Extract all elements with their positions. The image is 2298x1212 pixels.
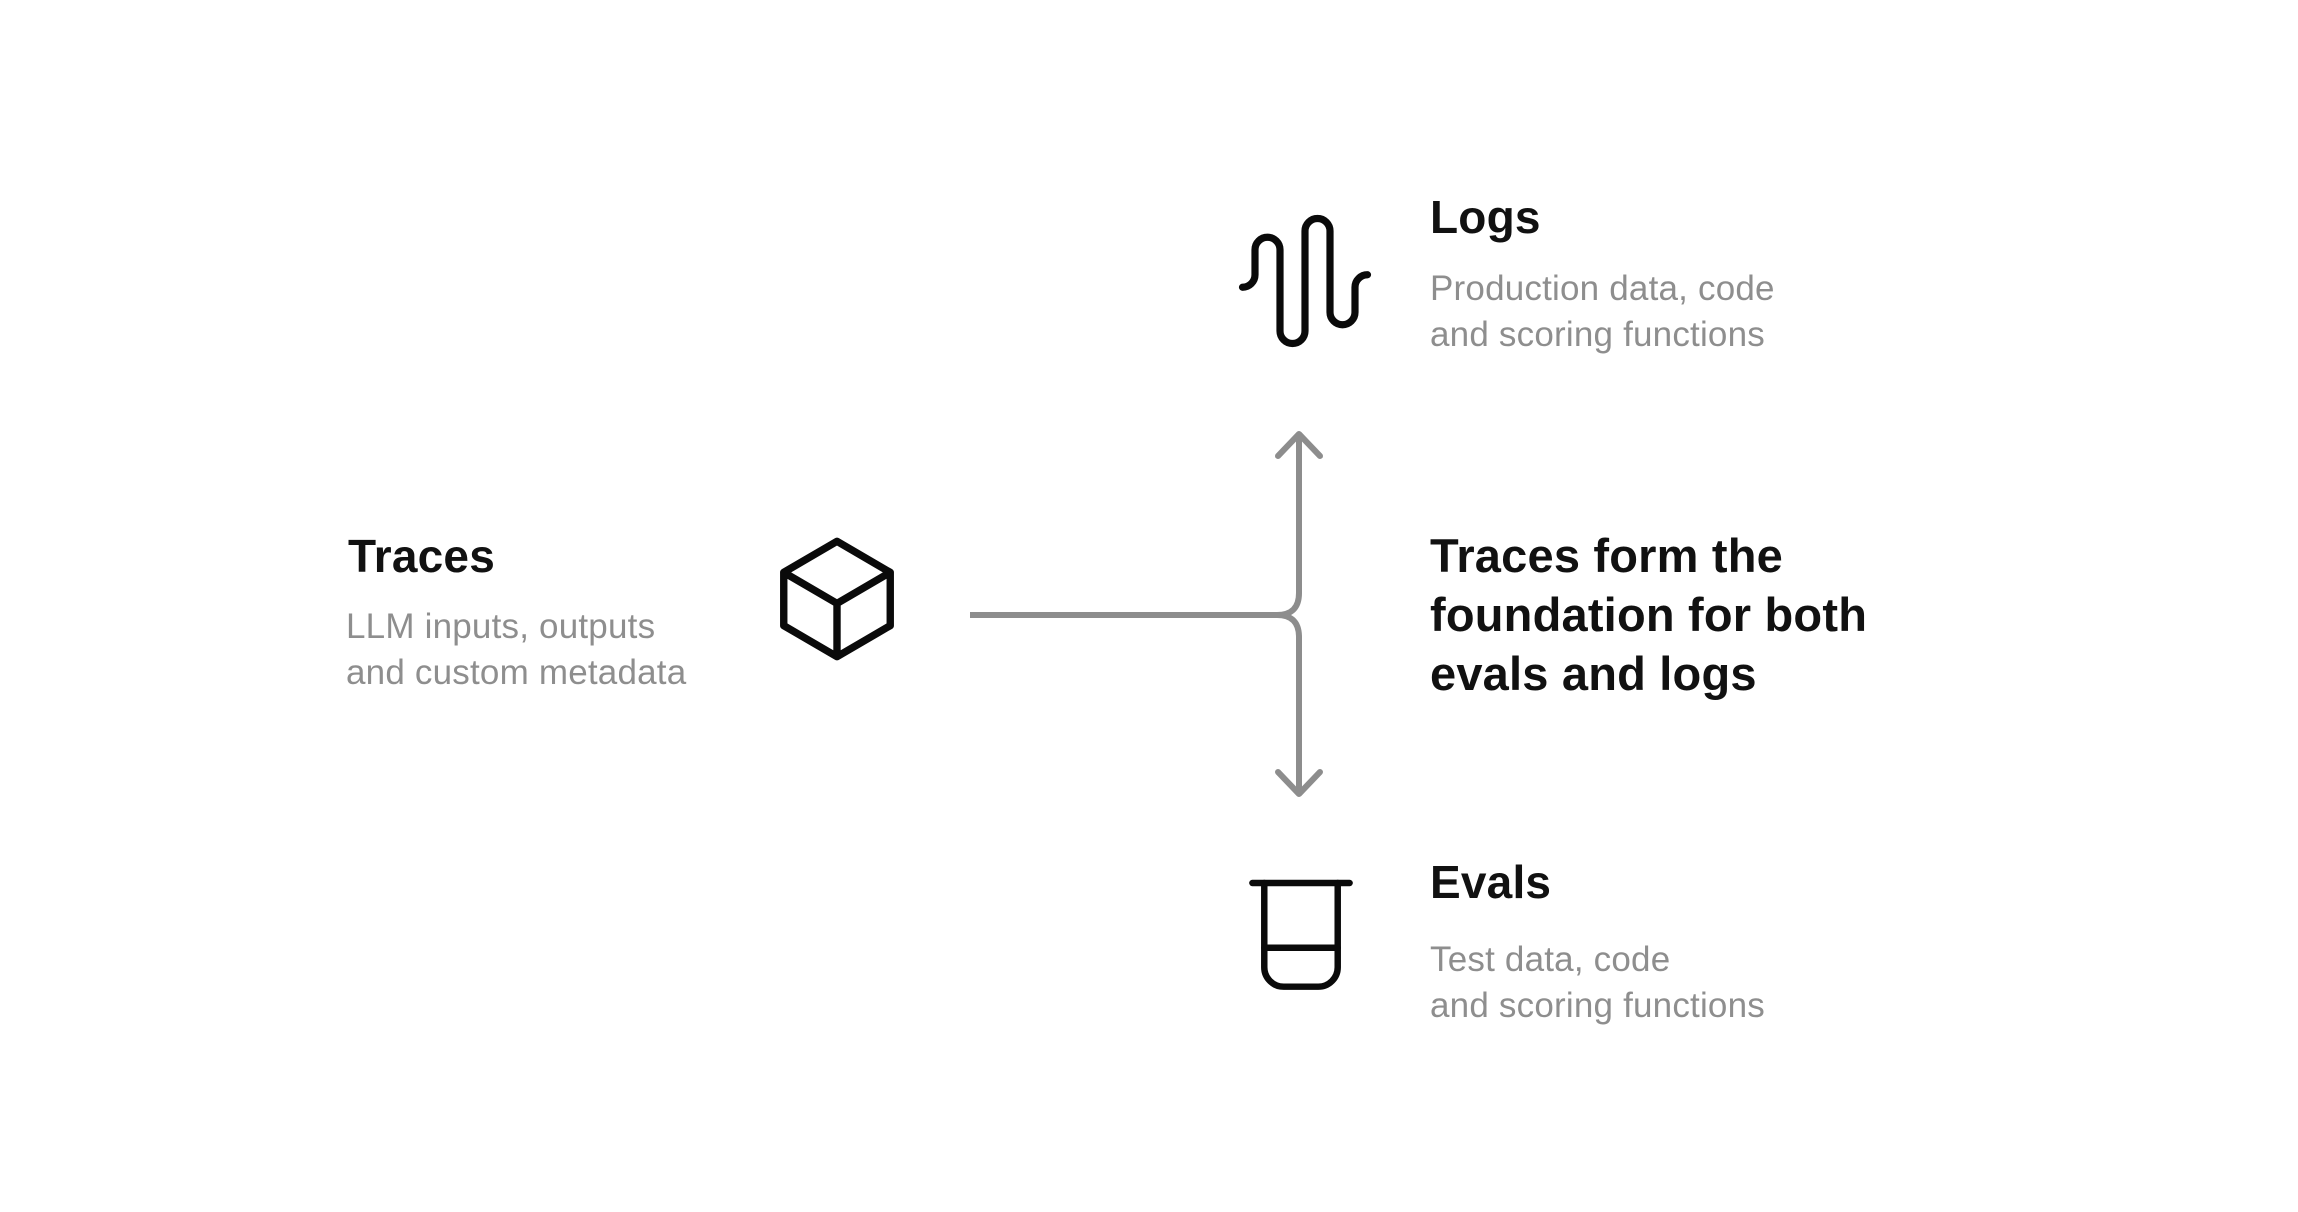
- arrow-branch-to-logs: [970, 433, 1302, 618]
- traces-title: Traces: [348, 530, 495, 582]
- logs-subtitle-line1: Production data, code: [1430, 269, 1775, 308]
- arrowhead-down-icon: [1275, 769, 1323, 797]
- logs-subtitle-line2: and scoring functions: [1430, 315, 1765, 354]
- annotation-line2: foundation for both: [1430, 588, 1868, 641]
- beaker-icon: [1249, 879, 1353, 990]
- arrowhead-up-icon: [1275, 431, 1323, 459]
- traces-subtitle: LLM inputs, outputs and custom metadata: [346, 604, 686, 696]
- trace-split-arrow: [970, 431, 1323, 797]
- arrow-branch-to-evals: [1276, 612, 1302, 795]
- logs-title: Logs: [1430, 191, 1541, 243]
- annotation-line1: Traces form the: [1430, 529, 1784, 582]
- traces-subtitle-line1: LLM inputs, outputs: [346, 607, 656, 646]
- waveform-icon: [1238, 214, 1372, 348]
- annotation-text: Traces form the foundation for both eval…: [1430, 526, 1867, 703]
- traces-subtitle-line2: and custom metadata: [346, 653, 687, 692]
- evals-subtitle: Test data, code and scoring functions: [1430, 937, 1765, 1029]
- evals-title: Evals: [1430, 856, 1552, 908]
- evals-subtitle-line2: and scoring functions: [1430, 986, 1765, 1025]
- evals-subtitle-line1: Test data, code: [1430, 940, 1671, 979]
- cube-icon: [780, 537, 894, 661]
- logs-subtitle: Production data, code and scoring functi…: [1430, 266, 1775, 358]
- annotation-line3: evals and logs: [1430, 647, 1757, 700]
